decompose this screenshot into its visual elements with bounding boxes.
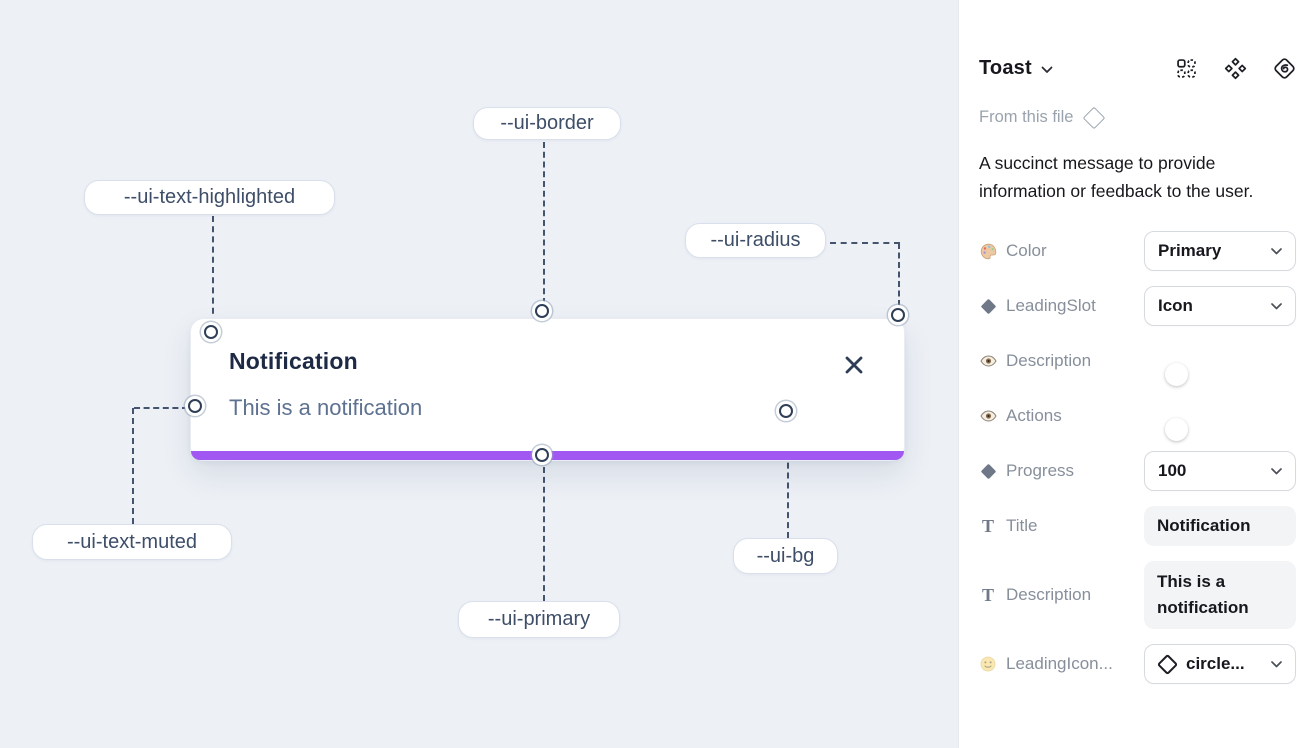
connector-ui-bg (787, 423, 789, 538)
field-value: Notification (1144, 506, 1296, 546)
leadingicon-select[interactable]: circle... (1144, 644, 1296, 684)
marker-ui-radius (891, 308, 905, 322)
prop-row-actions-toggle: Actions (979, 396, 1296, 441)
panel-header: Toast (979, 52, 1296, 84)
component-description: A succinct message to provide informatio… (979, 153, 1254, 201)
select-value: Icon (1158, 296, 1193, 315)
prop-row-leadingslot: LeadingSlot Icon (979, 286, 1296, 326)
eye-icon (979, 355, 997, 367)
select-value: circle... (1186, 654, 1245, 673)
marker-ui-text-highlighted (204, 325, 218, 339)
connector-ui-text-highlighted (212, 216, 214, 324)
prop-label-text: LeadingIcon... (1006, 654, 1113, 673)
prop-row-progress: Progress 100 (979, 451, 1296, 491)
eye-icon (979, 410, 997, 422)
connector-ui-radius-h (830, 242, 900, 244)
prop-label-text: Progress (1006, 461, 1075, 480)
toast-component-preview: Notification This is a notification (190, 318, 905, 461)
properties-panel: Toast (958, 0, 1312, 748)
prop-row-description-text: T Description This is a notification (979, 561, 1296, 629)
header-icons (1175, 57, 1296, 80)
smiley-icon (979, 656, 997, 672)
diamond-outline-icon (1156, 653, 1179, 675)
label-ui-border: --ui-border (473, 107, 621, 140)
prop-label-text: Title (1006, 516, 1038, 535)
prop-label-text: LeadingSlot (1006, 296, 1096, 315)
marker-ui-bg (779, 404, 793, 418)
connector-ui-primary (543, 467, 545, 601)
chevron-down-icon (1271, 655, 1282, 673)
leadingslot-select[interactable]: Icon (1144, 286, 1296, 326)
prop-label: Description (979, 351, 1091, 371)
source-row: From this file (979, 106, 1296, 129)
prop-label: LeadingSlot (979, 296, 1096, 316)
prop-label: Progress (979, 461, 1074, 481)
label-ui-bg: --ui-bg (733, 538, 838, 574)
label-ui-text-muted: --ui-text-muted (32, 524, 232, 560)
toast-description: This is a notification (229, 395, 423, 420)
prop-label-text: Description (1006, 585, 1092, 604)
text-icon: T (981, 585, 994, 605)
design-canvas: Notification This is a notification --ui… (0, 0, 958, 748)
toast-title: Notification (229, 348, 358, 374)
connector-ui-radius-v (898, 243, 900, 306)
connector-ui-border (543, 142, 545, 304)
progress-select[interactable]: 100 (1144, 451, 1296, 491)
component-grid-icon[interactable] (1175, 57, 1198, 80)
close-icon[interactable] (842, 353, 866, 377)
description-field[interactable]: This is a notification (1144, 561, 1296, 629)
connector-ui-text-muted-v (132, 408, 134, 524)
component-diamonds-icon[interactable] (1224, 57, 1247, 80)
select-value: Primary (1158, 241, 1222, 260)
diamond-icon (979, 463, 997, 479)
chevron-down-icon (1271, 242, 1282, 260)
prop-row-title: T Title Notification (979, 506, 1296, 546)
prop-row-description-toggle: Description (979, 341, 1296, 386)
label-ui-radius: --ui-radius (685, 223, 826, 258)
title-field[interactable]: Notification (1144, 506, 1296, 546)
component-name: Toast (979, 56, 1032, 79)
chevron-down-icon (1271, 297, 1282, 315)
source-label: From this file (979, 108, 1074, 126)
color-select[interactable]: Primary (1144, 231, 1296, 271)
prop-row-leadingicon: LeadingIcon... circle... (979, 644, 1296, 684)
prop-label: Actions (979, 406, 1062, 426)
prop-label: Color (979, 241, 1047, 261)
marker-ui-border (535, 304, 549, 318)
connector-ui-text-muted-h (134, 407, 188, 409)
marker-ui-text-muted (188, 399, 202, 413)
chevron-down-icon[interactable] (1041, 61, 1053, 79)
prop-label-text: Color (1006, 241, 1047, 260)
diamond-icon (979, 298, 997, 314)
diamond-outline-icon (1083, 106, 1106, 129)
prop-row-color: Color Primary (979, 231, 1296, 271)
marker-ui-primary (535, 448, 549, 462)
prop-label-text: Actions (1006, 406, 1062, 425)
label-ui-primary: --ui-primary (458, 601, 620, 638)
prop-label: T Title (979, 516, 1038, 536)
prop-label: T Description (979, 585, 1091, 605)
select-value: 100 (1158, 461, 1187, 480)
label-ui-text-highlighted: --ui-text-highlighted (84, 180, 335, 215)
prop-label: LeadingIcon... (979, 654, 1113, 674)
prop-label-text: Description (1006, 351, 1092, 370)
text-icon: T (981, 516, 994, 536)
field-value: This is a notification (1144, 561, 1296, 629)
subframe-logo-icon[interactable] (1273, 57, 1296, 80)
palette-icon (979, 243, 997, 260)
chevron-down-icon (1271, 462, 1282, 480)
